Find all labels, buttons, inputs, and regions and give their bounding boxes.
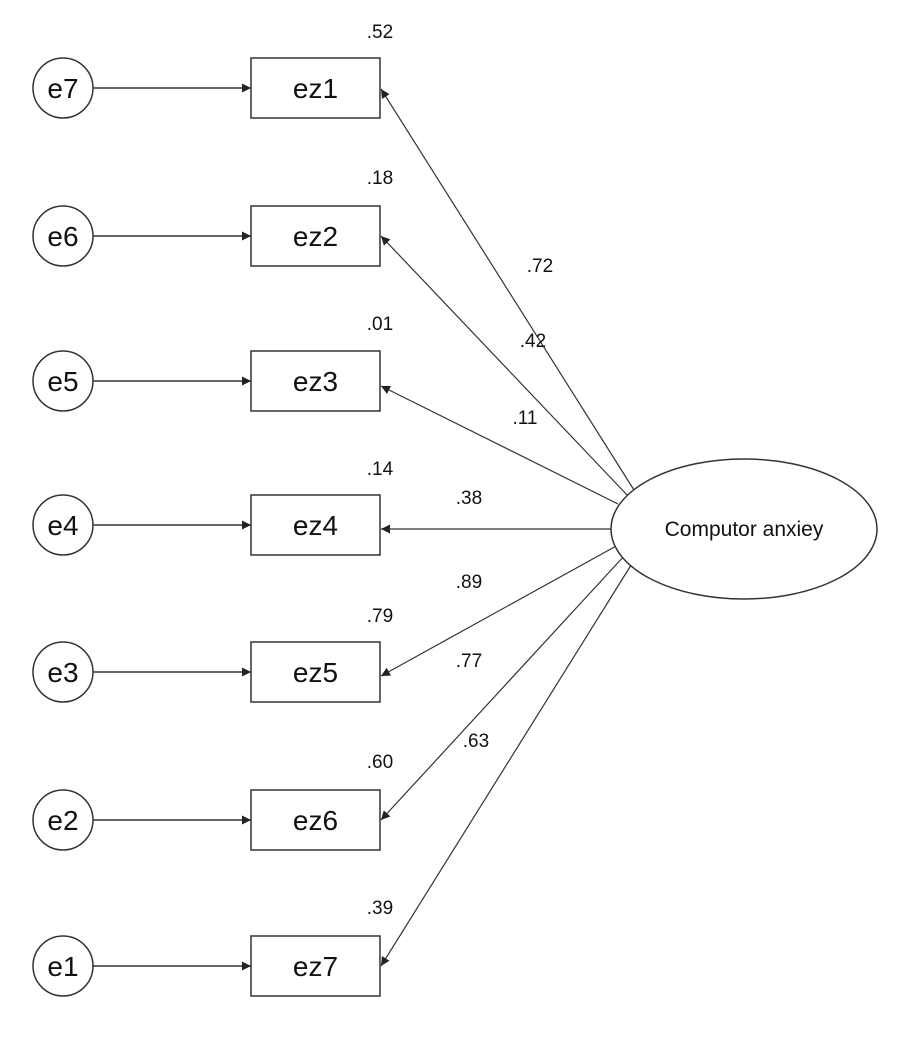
error-circle-2 [32,205,94,267]
r2-label-6: .60 [367,752,393,773]
loading-label-3: .11 [512,408,537,429]
r2-label-7: .39 [367,898,393,919]
loading-path-6 [380,554,626,821]
error-circle-6 [32,789,94,851]
error-circle-3 [32,350,94,412]
labels-layer: Computor anxiey e7 ez1 .52 .72 e6 ez2 .18 .42 e5 e… [47,22,823,982]
indicator-label-2: ez2 [293,221,338,252]
error-circle-5 [32,641,94,703]
indicator-label-4: ez4 [293,510,338,541]
error-circle-7 [32,935,94,997]
r2-label-2: .18 [367,168,393,189]
loading-label-4: .38 [456,488,482,509]
loading-path-7 [380,561,634,967]
indicator-box-2 [250,205,381,267]
indicator-label-5: ez5 [293,657,338,688]
loading-path-5 [380,544,619,677]
indicator-box-5 [250,641,381,703]
error-label-2: e6 [47,221,78,252]
indicator-box-4 [250,494,381,556]
loading-label-5: .89 [456,572,482,593]
error-circle-1 [32,57,94,119]
indicator-label-6: ez6 [293,805,338,836]
indicator-box-1 [250,57,381,119]
error-label-6: e2 [47,805,78,836]
indicator-label-7: ez7 [293,951,338,982]
error-label-3: e5 [47,366,78,397]
indicator-box-3 [250,350,381,412]
loading-path-3 [380,385,619,505]
error-label-4: e4 [47,510,78,541]
loading-label-1: .72 [527,256,553,277]
nodes-layer [32,57,878,997]
r2-label-3: .01 [367,314,393,335]
indicator-box-6 [250,789,381,851]
error-label-5: e3 [47,657,78,688]
loading-label-6: .77 [456,651,482,672]
error-label-7: e1 [47,951,78,982]
loading-path-1 [380,88,635,491]
indicator-box-7 [250,935,381,997]
indicator-label-3: ez3 [293,366,338,397]
loading-label-7: .63 [463,731,489,752]
error-label-1: e7 [47,73,78,104]
latent-label: Computor anxiey [665,518,824,541]
r2-label-4: .14 [367,459,394,480]
loading-label-2: .42 [520,331,546,352]
r2-label-5: .79 [367,606,393,627]
paths-layer [93,83,635,971]
error-circle-4 [32,494,94,556]
indicator-label-1: ez1 [293,73,338,104]
loading-path-2 [380,235,629,497]
r2-label-1: .52 [367,22,393,43]
latent-ellipse [610,458,878,600]
